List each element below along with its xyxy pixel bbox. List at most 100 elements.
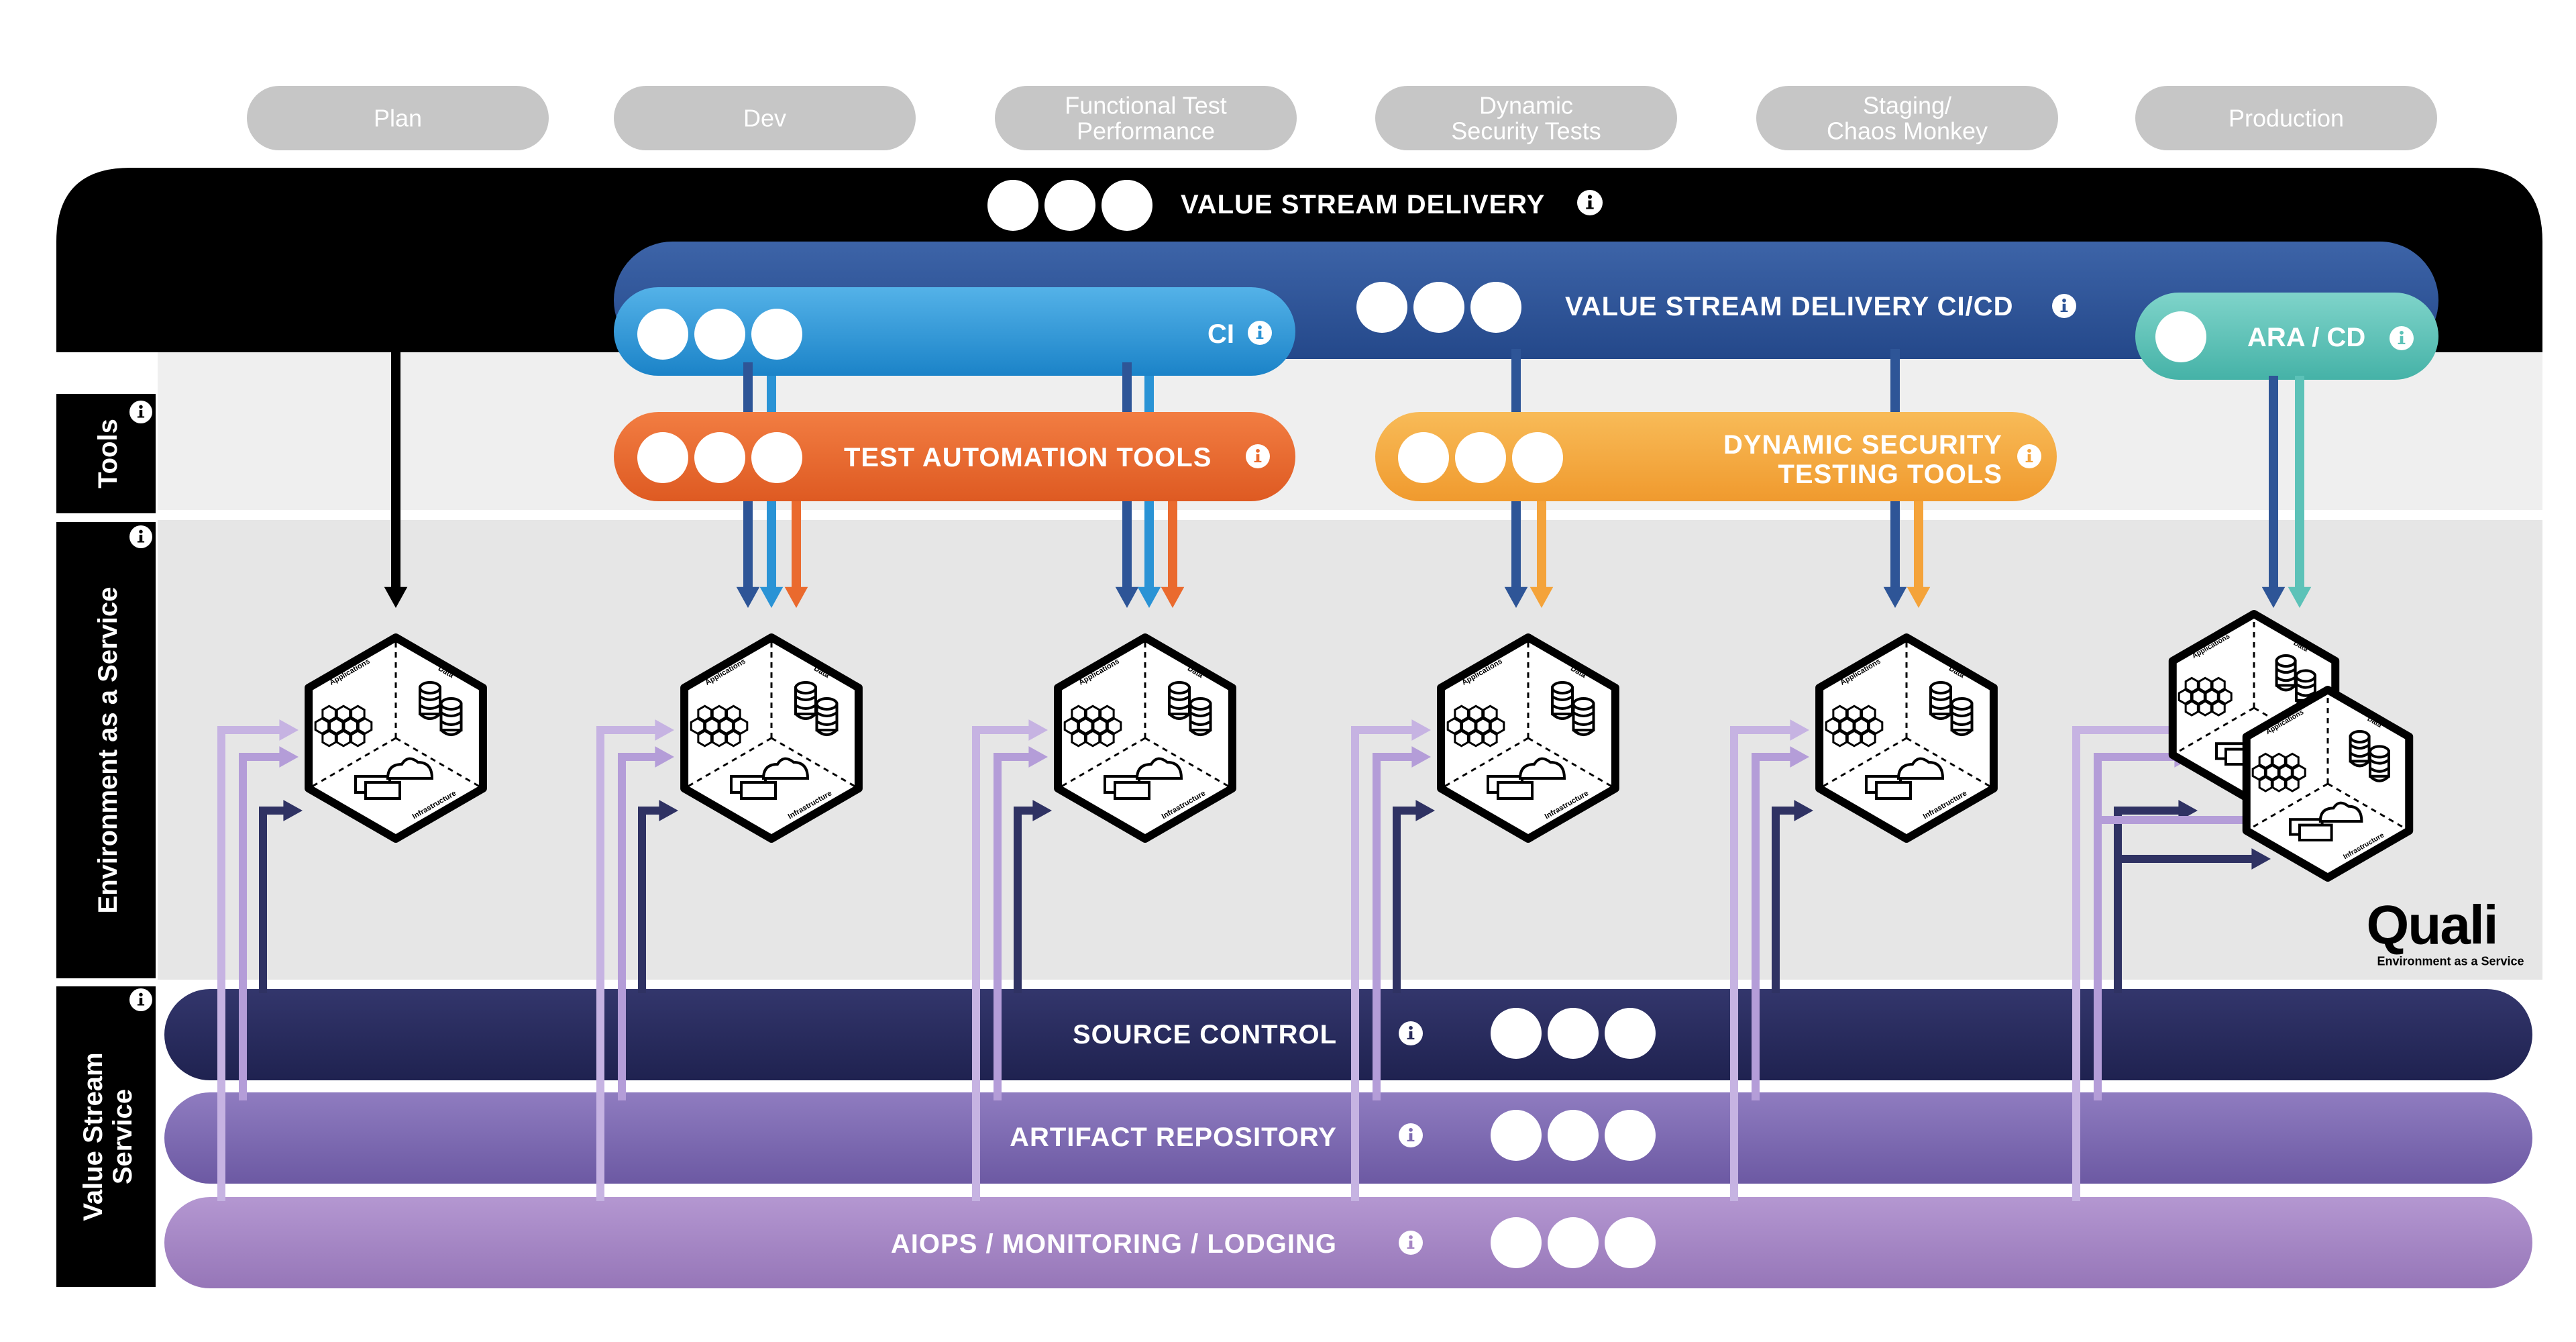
server-rack	[1497, 781, 1534, 800]
infrastructure-icon	[1865, 757, 1945, 800]
app-cell	[1099, 729, 1115, 747]
data-cylinder-bottom	[1189, 729, 1212, 736]
cloud-shape	[2318, 801, 2363, 823]
tool-placeholder-circle	[1548, 1008, 1599, 1059]
service-connector-line	[1730, 726, 1792, 1201]
cloud-shape	[386, 757, 434, 780]
data-cylinder-top	[1929, 681, 1952, 694]
data-icon	[419, 681, 463, 736]
data-cylinder-ring	[2369, 758, 2390, 765]
app-cell	[1446, 717, 1462, 735]
tools-side-label: Tools	[93, 419, 123, 488]
data-cylinder-top	[2369, 745, 2390, 759]
arrow-head	[1790, 719, 1809, 741]
data-cylinder-ring	[816, 720, 838, 726]
infrastructure-icon	[1104, 757, 1183, 800]
tool-placeholder-circle	[694, 432, 745, 483]
eaas-side-label-box	[56, 522, 156, 978]
vss-side-label-box	[56, 986, 156, 1287]
service-connector-line	[596, 726, 657, 1201]
data-cylinder-ring	[1168, 695, 1191, 701]
app-cell	[1868, 717, 1884, 735]
service-connector-line	[1393, 807, 1417, 993]
data-cylinder-top	[2295, 669, 2316, 683]
hexagon-divider	[1906, 737, 1994, 790]
server-rack	[1875, 781, 1912, 800]
cloud-shape	[1896, 757, 1945, 780]
hexagon-divider	[1819, 737, 1907, 790]
tool-placeholder-circle	[1455, 432, 1506, 483]
vss-side-label: Value StreamService	[78, 1052, 138, 1221]
tool-placeholder-circles	[1491, 1008, 1656, 1059]
app-cell	[1071, 705, 1086, 723]
app-cell	[1854, 717, 1869, 735]
infrastructure-icon	[1487, 757, 1566, 800]
test-automation-label: TEST AUTOMATION TOOLS	[844, 443, 1212, 472]
data-cylinder-ring	[2275, 676, 2296, 682]
source-control-bar: SOURCE CONTROL	[164, 989, 2532, 1080]
arrow-head	[784, 586, 808, 608]
app-cell	[321, 729, 337, 747]
tool-placeholder-circle	[751, 309, 802, 360]
tool-placeholder-circle	[1548, 1217, 1599, 1268]
tools-region	[158, 352, 2542, 510]
app-cell	[718, 717, 734, 735]
stage-pill: Production	[2135, 86, 2437, 150]
app-cell	[1475, 717, 1491, 735]
data-cylinder-bottom	[440, 729, 462, 736]
arrow-head	[384, 586, 408, 608]
applications-icon	[2178, 676, 2233, 717]
data-cylinder-bottom	[2369, 775, 2390, 782]
data-cylinder-ring	[2275, 668, 2296, 674]
app-cell	[343, 717, 358, 735]
app-cell	[314, 717, 330, 735]
service-connector-line	[259, 807, 285, 993]
app-cell	[2211, 700, 2226, 717]
data-cylinder-top	[1950, 697, 1974, 711]
app-cell	[1085, 729, 1101, 747]
infrastructure-icon	[2289, 801, 2363, 841]
app-cell	[711, 729, 727, 747]
arrow-head	[283, 800, 303, 821]
hexagon-divider	[1144, 737, 1233, 790]
service-connector-line	[638, 807, 661, 993]
data-cylinder-top	[2349, 730, 2371, 743]
info-icon	[129, 525, 152, 548]
arrow-head	[655, 719, 674, 741]
app-cell	[1489, 717, 1505, 735]
tool-placeholder-circles	[1398, 432, 1563, 483]
arrow-head	[1415, 800, 1435, 821]
app-cell	[2198, 700, 2212, 717]
app-cell	[2191, 688, 2206, 705]
app-cell	[335, 729, 352, 747]
tool-placeholder-circle	[2155, 311, 2206, 362]
stage-pill: Staging/Chaos Monkey	[1756, 86, 2058, 150]
app-cell	[1454, 705, 1469, 723]
tool-placeholder-circle	[1605, 1110, 1656, 1161]
service-connector-line	[994, 753, 1030, 1100]
stage-label: Dev	[743, 105, 786, 132]
service-connector-line	[239, 753, 281, 1100]
service-connector-line	[2114, 855, 2253, 993]
tool-placeholder-circle	[1044, 180, 1095, 231]
tool-placeholder-circles	[1356, 282, 1521, 333]
arrow-head	[1137, 586, 1161, 608]
app-cell	[1461, 717, 1477, 735]
data-cylinder-bottom	[1951, 729, 1973, 736]
arrow-head	[759, 586, 784, 608]
applications-icon	[2251, 752, 2306, 792]
data-cylinder-ring	[794, 704, 817, 710]
tool-placeholder-circle	[751, 432, 802, 483]
app-cell	[1846, 729, 1862, 747]
info-icon	[1248, 321, 1272, 345]
data-icon	[2349, 730, 2390, 782]
arrow-head	[1790, 746, 1809, 768]
data-cylinder-top	[1572, 697, 1595, 711]
app-cell	[1861, 705, 1876, 723]
